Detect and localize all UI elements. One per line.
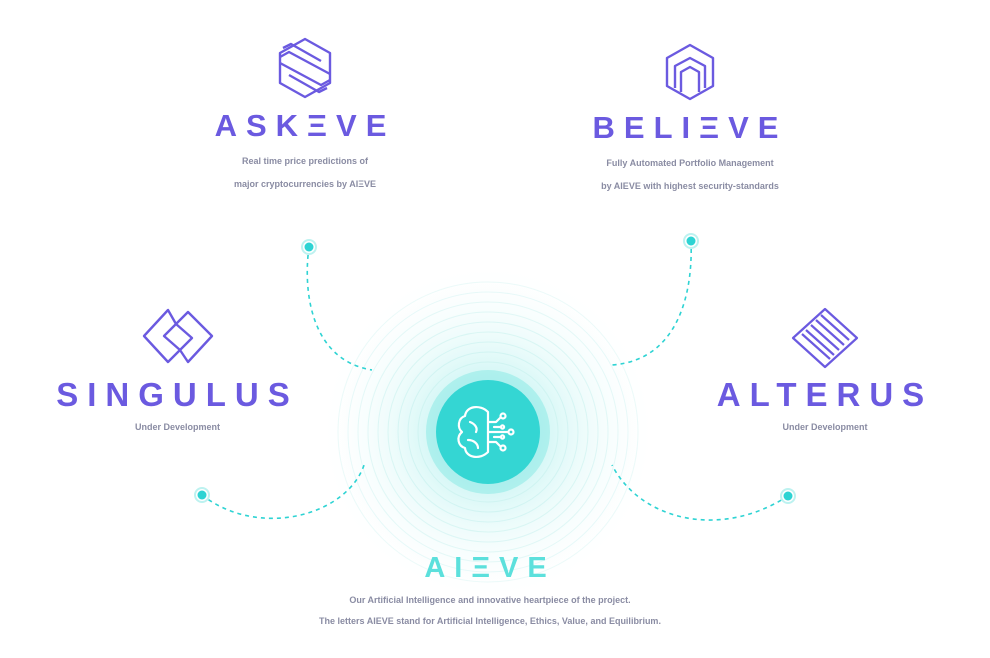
interlocking-diamond-icon <box>142 308 213 364</box>
product-askeve[interactable]: ASKΞVE Real time price predictions of ma… <box>190 36 420 190</box>
product-desc-line2: major cryptocurrencies by AIΞVE <box>233 179 376 189</box>
product-desc-line2: by AIEVE with highest security-standards <box>601 181 779 191</box>
product-singulus[interactable]: SINGULUS Under Development <box>50 306 305 433</box>
product-desc-line1: Real time price predictions of <box>241 156 369 166</box>
ripple-rings <box>337 281 639 583</box>
hexagon-house-icon <box>665 43 715 101</box>
connector-nodes <box>194 233 796 504</box>
product-name: BELIΞVE <box>592 110 788 145</box>
product-name: ALTERUS <box>716 376 934 413</box>
product-desc: Under Development <box>134 422 221 432</box>
core-name: AIΞVE <box>424 552 556 584</box>
connector-lines <box>201 240 789 521</box>
core-desc-line1: Our Artificial Intelligence and innovati… <box>349 595 631 605</box>
product-believe[interactable]: BELIΞVE Fully Automated Portfolio Manage… <box>575 42 805 192</box>
core-desc-line2: The letters AIEVE stand for Artificial I… <box>319 616 661 626</box>
product-name: ASKΞVE <box>214 108 396 143</box>
hexagon-stripes-icon <box>278 37 332 99</box>
core-button[interactable] <box>438 383 538 483</box>
maze-diamond-icon <box>791 307 859 369</box>
product-desc: Under Development <box>782 422 868 432</box>
brain-circuit-icon <box>457 406 515 458</box>
product-alterus[interactable]: ALTERUS Under Development <box>705 306 945 433</box>
core-section: AIΞVE Our Artificial Intelligence and in… <box>270 552 710 627</box>
product-name: SINGULUS <box>56 376 299 413</box>
product-desc-line1: Fully Automated Portfolio Management <box>606 158 774 168</box>
